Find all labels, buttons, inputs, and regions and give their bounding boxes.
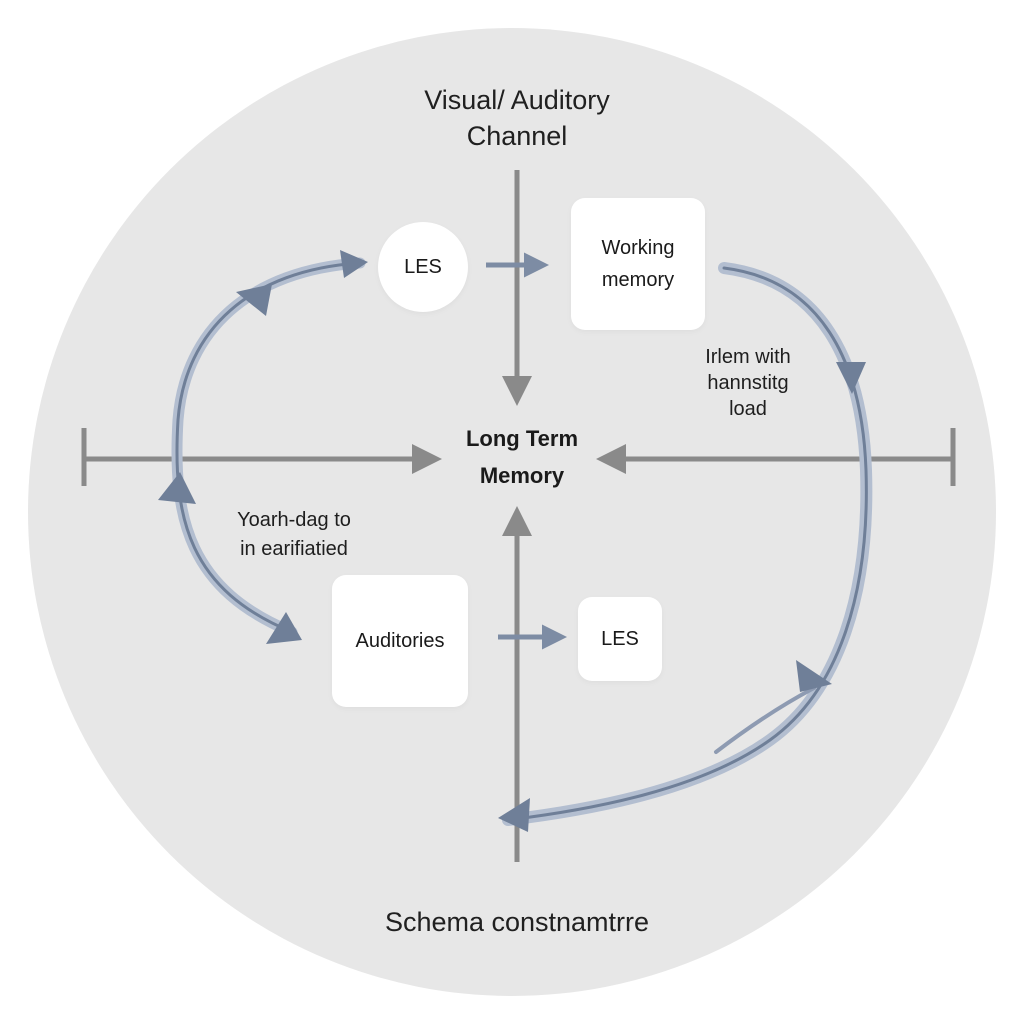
auditories-node: Auditories xyxy=(332,575,468,707)
right-note-line2: hannstitg xyxy=(707,372,789,394)
working-memory-node: Working memory xyxy=(571,198,705,330)
channel-title-line1: Visual/ Auditory xyxy=(424,85,610,115)
right-loop-arrowhead-end xyxy=(498,798,530,832)
left-note: Yoarh-dag to in earifiatied xyxy=(204,506,384,564)
schema-label: Schema constnamtrre xyxy=(384,907,650,937)
right-loop-arrowhead-lower xyxy=(796,660,832,692)
right-loop-arrowhead-top xyxy=(836,362,866,394)
long-term-memory-line1: Long Term xyxy=(465,426,579,451)
right-note-line1: Irlem with xyxy=(705,346,791,368)
les-node-bottom-label: LES xyxy=(601,627,639,650)
right-loop-flow xyxy=(506,266,868,822)
les-node-top: LES xyxy=(378,222,468,312)
les-node-top-label: LES xyxy=(404,255,442,278)
working-memory-line1: Working xyxy=(601,237,675,259)
right-note-line3: load xyxy=(729,398,767,420)
left-loop-arrowhead-upper xyxy=(236,284,272,316)
long-term-memory-line2: Memory xyxy=(479,463,565,489)
right-loop-swish xyxy=(714,686,816,754)
left-loop-arrowhead-bottom xyxy=(266,612,302,644)
left-loop-arrowhead-top xyxy=(340,250,368,278)
left-note-line1: Yoarh-dag to xyxy=(237,509,351,531)
right-note: Irlem with hannstitg load xyxy=(668,344,828,422)
left-note-line2: in earifiatied xyxy=(240,538,348,560)
les-node-bottom: LES xyxy=(578,597,662,681)
left-loop-arrowhead-mid xyxy=(158,472,196,504)
auditories-label: Auditories xyxy=(355,629,445,652)
long-term-memory-label: Long Term Memory xyxy=(412,420,632,495)
channel-title-line2: Channel xyxy=(466,121,568,152)
background-circle xyxy=(28,28,996,996)
working-memory-line2: memory xyxy=(601,269,675,291)
channel-title: Visual/ Auditory Channel xyxy=(362,82,672,155)
